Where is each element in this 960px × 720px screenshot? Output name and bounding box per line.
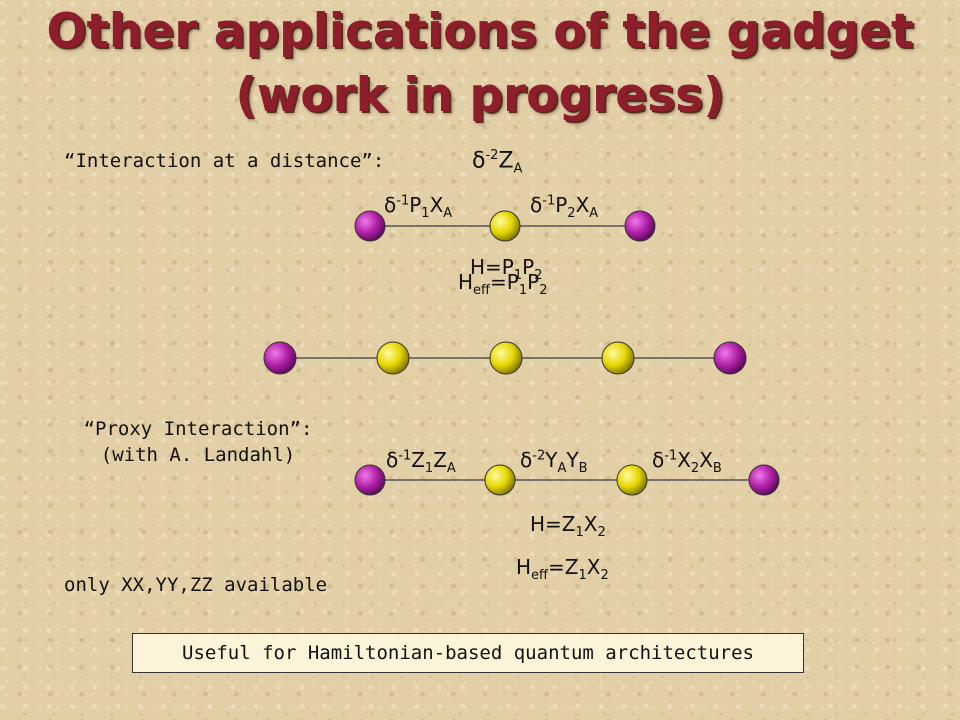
left-coupling: δ-1P1XA xyxy=(384,193,453,221)
interaction-at-distance-label: “Interaction at a distance”: xyxy=(64,150,385,172)
qubit-2 xyxy=(624,210,656,242)
qubit-chain-2 xyxy=(713,341,747,375)
effective-hamiltonian-1: Heff=P1P2 xyxy=(458,270,548,298)
qubit-1 xyxy=(354,210,386,242)
target-hamiltonian-2: H=Z1X2 xyxy=(530,512,606,540)
ancilla-chain-1 xyxy=(376,341,410,375)
qubit-2 xyxy=(748,464,780,496)
ancilla-a xyxy=(489,210,521,242)
right-coupling: δ-1P2XA xyxy=(530,193,599,221)
middle-coupling: δ-2YAYB xyxy=(520,448,588,476)
qubit-1 xyxy=(354,464,386,496)
left-coupling: δ-1Z1ZA xyxy=(386,448,456,476)
top-coupling: δ-2ZA xyxy=(472,148,523,177)
proxy-interaction-credit: (with A. Landahl) xyxy=(100,444,296,466)
ancilla-chain-3 xyxy=(601,341,635,375)
ancilla-b xyxy=(616,464,648,496)
effective-hamiltonian-2: Heff=Z1X2 xyxy=(516,555,609,583)
ancilla-a xyxy=(484,464,516,496)
availability-note: only XX,YY,ZZ available xyxy=(64,574,328,596)
qubit-chain-1 xyxy=(263,341,297,375)
target-hamiltonian-1: H=P1P2 xyxy=(470,255,543,283)
proxy-interaction-label: “Proxy Interaction”: xyxy=(83,418,313,440)
slide-title-line1: Other applications of the gadget xyxy=(46,4,914,59)
ancilla-chain-2 xyxy=(489,341,523,375)
right-coupling: δ-1X2XB xyxy=(652,448,722,476)
summary-box: Useful for Hamiltonian-based quantum arc… xyxy=(132,633,804,673)
slide-title-line2: (work in progress) xyxy=(235,68,725,123)
